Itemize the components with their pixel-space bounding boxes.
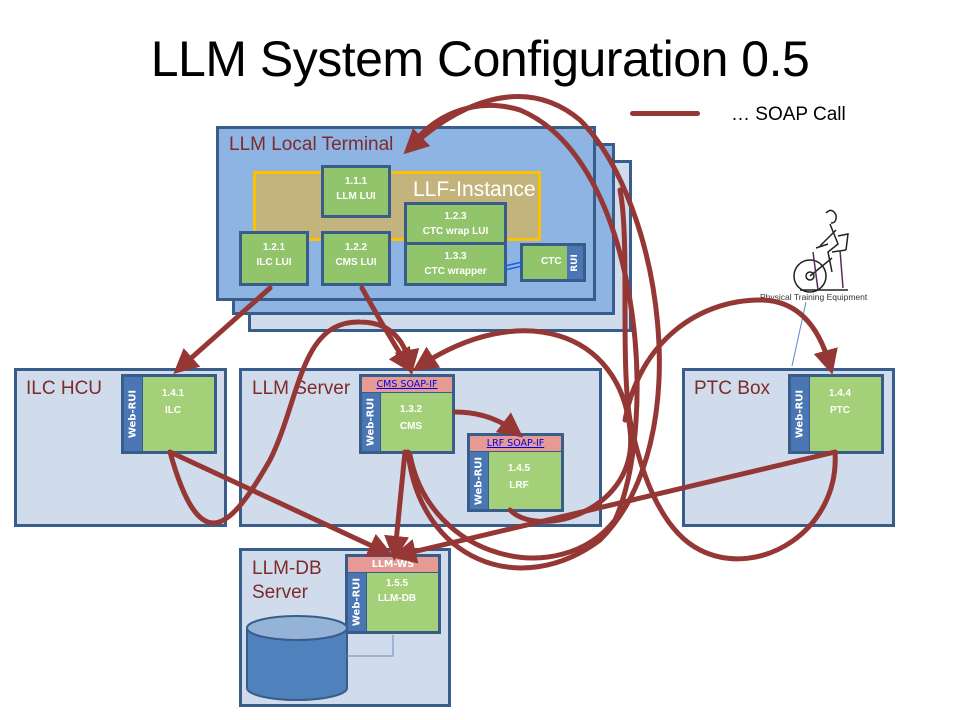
- component-name: LLM-DB: [377, 593, 417, 604]
- lrf-soap-if-link[interactable]: LRF SOAP-IF: [486, 438, 545, 449]
- component-name: ILC: [164, 405, 182, 416]
- component-name: CTC wrapper: [424, 266, 487, 277]
- web-rui-tab: Web-RUI: [348, 573, 366, 631]
- component-name: CMS LUI: [335, 257, 377, 268]
- arrow-ilc-lui-to-ilc: [173, 285, 273, 374]
- component-id: 1.3.3: [444, 251, 467, 262]
- component-name: ILC LUI: [256, 257, 292, 268]
- component-id: 1.2.2: [344, 242, 368, 253]
- component-id: 1.4.5: [507, 463, 531, 474]
- llm-server-label: LLM Server: [252, 378, 351, 399]
- legend-soap-line: [630, 111, 700, 116]
- web-rui-tab: Web-RUI: [470, 452, 488, 509]
- component-id: 1.2.1: [262, 242, 286, 253]
- component-name: LLM LUI: [336, 191, 376, 202]
- component-id: 1.2.3: [444, 211, 467, 222]
- arrow-lrf-to-cms: [412, 328, 634, 524]
- component-name: LRF: [509, 480, 529, 491]
- component-id: 1.5.5: [385, 578, 409, 589]
- legend-soap-label: … SOAP Call: [731, 104, 846, 125]
- diagram-title: LLM System Configuration 0.5: [150, 31, 810, 87]
- component-id: 1.3.2: [399, 404, 423, 415]
- ctc-rui: RUI: [567, 246, 583, 279]
- arrow-llm-to-ptc: [622, 297, 838, 423]
- component-name: PTC: [830, 405, 850, 416]
- equipment-connector-arrow: [791, 301, 807, 367]
- web-rui-tab: Web-RUI: [791, 377, 809, 451]
- arrow-cms-to-llm-ws: [384, 449, 410, 561]
- arrow-ptc-to-llm-ws: [391, 449, 838, 564]
- ctc-label: CTC: [541, 256, 562, 267]
- arrow-ilc-to-cms: [167, 319, 420, 526]
- component-name: CTC wrap LUI: [422, 226, 489, 237]
- database-icon: [246, 615, 348, 701]
- db-connector-line: [347, 635, 394, 657]
- arrow-ilc-to-llm-ws: [167, 449, 394, 557]
- cms-soap-if-link[interactable]: CMS SOAP-IF: [376, 379, 438, 390]
- component-id: 1.4.4: [828, 388, 852, 399]
- web-rui-tab: Web-RUI: [124, 377, 142, 451]
- ilc-hcu-label: ILC HCU: [26, 378, 103, 399]
- component-id: 1.4.1: [161, 388, 185, 399]
- exercise-bike-icon: [793, 209, 849, 293]
- arrow-lrf-to-llm-lui: [407, 103, 640, 561]
- cms-soap-interface: CMS SOAP-IF: [362, 377, 452, 392]
- arrow-cms-to-lrf: [452, 409, 524, 438]
- llf-instance: LLF-Instance: [253, 171, 541, 241]
- llf-instance-label: LLF-Instance: [413, 178, 536, 201]
- component-id: 1.1.1: [344, 176, 368, 187]
- ptc-box-label: PTC Box: [694, 378, 771, 399]
- lrf-soap-interface: LRF SOAP-IF: [470, 436, 561, 451]
- soap-call-arrows: [167, 94, 838, 571]
- ctc-link-icon: [504, 261, 523, 271]
- component-ctc[interactable]: CTC RUI: [520, 243, 586, 282]
- arrow-ptc-loop: [617, 187, 838, 562]
- web-rui-tab: Web-RUI: [362, 393, 380, 451]
- terminal-label: LLM Local Terminal: [229, 134, 394, 155]
- component-name: CMS: [399, 421, 423, 432]
- equipment-label: Physical Training Equipment: [760, 292, 868, 302]
- arrow-cms-to-llm-lui-a: [403, 94, 662, 571]
